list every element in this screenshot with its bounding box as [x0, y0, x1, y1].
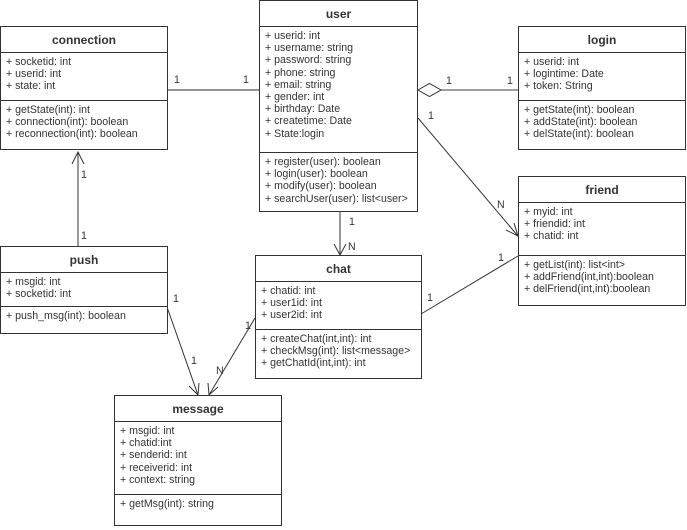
attribute-row: + user2id: int [261, 309, 322, 322]
attribute-row: + birthday: Date [265, 103, 341, 116]
class-login[interactable]: login + userid: int+ logintime: Date+ to… [518, 26, 686, 150]
method-row: + delState(int): boolean [524, 128, 634, 141]
method-row: + modify(user): boolean [265, 180, 377, 193]
methods-section: + push_msg(int): boolean [1, 307, 167, 326]
method-row: + delFriend(int,int):boolean [524, 283, 651, 296]
attribute-row: + userid: int [265, 30, 321, 42]
attribute-row: + chatid: int [524, 230, 579, 243]
attribute-row: + context: string [120, 473, 196, 486]
multiplicity-label: 1 [446, 75, 452, 87]
attribute-row: + createtime: Date [265, 115, 352, 128]
attribute-row: + phone: string [265, 66, 336, 79]
attributes-section: + userid: int+ username: string+ passwor… [260, 27, 417, 153]
multiplicity-label: 1 [81, 230, 87, 242]
method-row: + createChat(int,int): int [261, 333, 372, 345]
multiplicity-label: 1 [191, 355, 197, 367]
method-row: + push_msg(int): boolean [6, 310, 126, 322]
attributes-section: + chatid: int+ user1id: int+ user2id: in… [256, 282, 421, 330]
class-friend[interactable]: friend + myid: int+ friendid: int+ chati… [518, 176, 686, 306]
attribute-row: + State:login [265, 127, 325, 140]
method-row: + searchUser(user): list<user> [265, 192, 408, 205]
class-message[interactable]: message + msgid: int+ chatid:int+ sender… [114, 395, 282, 526]
attribute-row: + chatid:int [120, 437, 172, 450]
method-row: + getMsg(int): string [120, 498, 214, 510]
attributes-section: + myid: int+ friendid: int+ chatid: int [519, 203, 685, 256]
method-row: + getState(int): int [6, 104, 90, 116]
class-connection[interactable]: connection + socketid: int+ userid: int+… [0, 26, 168, 150]
class-title: login [519, 27, 685, 53]
attribute-row: + chatid: int [261, 285, 316, 297]
method-row: + addFriend(int,int):boolean [524, 271, 654, 284]
method-row: + getChatId(int,int): int [261, 357, 366, 370]
attribute-row: + token: String [524, 80, 593, 93]
attribute-row: + user1id: int [261, 297, 322, 310]
methods-section: + createChat(int,int): int+ checkMsg(int… [256, 330, 421, 374]
method-row: + register(user): boolean [265, 156, 381, 168]
methods-section: + register(user): boolean+ login(user): … [260, 153, 417, 209]
attribute-row: + receiverid: int [120, 461, 193, 474]
attribute-row: + gender: int [265, 91, 325, 104]
edge-user-friend [417, 117, 519, 237]
attribute-row: + friendid: int [524, 218, 585, 231]
multiplicity-label: N [497, 199, 505, 211]
methods-section: + getState(int): int+ connection(int): b… [1, 101, 167, 145]
method-row: + getState(int): boolean [524, 104, 635, 116]
multiplicity-label: 1 [81, 169, 87, 181]
attributes-section: + userid: int+ logintime: Date+ token: S… [519, 53, 685, 101]
class-title: friend [519, 177, 685, 203]
class-title: chat [256, 256, 421, 282]
attribute-row: + socketid: int [6, 56, 72, 68]
class-title: user [260, 1, 417, 27]
method-row: + login(user): boolean [265, 168, 368, 181]
multiplicity-label: 1 [428, 110, 434, 122]
class-user[interactable]: user + userid: int+ username: string+ pa… [259, 0, 418, 212]
edge-chat-message [208, 317, 256, 396]
multiplicity-label: 1 [243, 74, 249, 86]
method-row: + checkMsg(int): list<message> [261, 345, 411, 358]
multiplicity-label: 1 [245, 320, 251, 332]
multiplicity-label: 1 [427, 292, 433, 304]
attribute-row: + userid: int [6, 68, 62, 81]
multiplicity-label: 1 [349, 216, 355, 228]
multiplicity-label: 1 [498, 252, 504, 264]
methods-section: + getList(int): list<int>+ addFriend(int… [519, 256, 685, 300]
multiplicity-label: 1 [173, 293, 179, 305]
attribute-row: + msgid: int [6, 276, 61, 288]
method-row: + reconnection(int): boolean [6, 128, 138, 141]
class-title: message [115, 396, 281, 422]
multiplicity-label: 1 [174, 74, 180, 86]
methods-section: + getMsg(int): string [115, 495, 281, 514]
multiplicity-label: N [348, 241, 356, 253]
class-push[interactable]: push + msgid: int+ socketid: int + push_… [0, 246, 168, 334]
class-chat[interactable]: chat + chatid: int+ user1id: int+ user2i… [255, 255, 422, 379]
class-title: push [1, 247, 167, 273]
attribute-row: + username: string [265, 42, 354, 55]
method-row: + getList(int): list<int> [524, 259, 625, 271]
attribute-row: + password: string [265, 54, 352, 67]
attributes-section: + socketid: int+ userid: int+ state: int [1, 53, 167, 101]
aggregation-diamond-icon [416, 82, 443, 98]
attribute-row: + socketid: int [6, 288, 72, 301]
multiplicity-label: 1 [507, 75, 513, 87]
attribute-row: + email: string [265, 78, 332, 91]
attributes-section: + msgid: int+ chatid:int+ senderid: int+… [115, 422, 281, 495]
edge-chat-friend [420, 255, 519, 315]
attribute-row: + state: int [6, 80, 56, 93]
attribute-row: + myid: int [524, 206, 573, 218]
class-title: connection [1, 27, 167, 53]
edge-push-message [166, 306, 199, 396]
arrowhead-open-icon [71, 150, 85, 165]
attribute-row: + senderid: int [120, 449, 187, 462]
attribute-row: + logintime: Date [524, 68, 604, 81]
attribute-row: + userid: int [524, 56, 580, 68]
attribute-row: + msgid: int [120, 425, 175, 437]
method-row: + addState(int): boolean [524, 116, 638, 129]
methods-section: + getState(int): boolean+ addState(int):… [519, 101, 685, 145]
attributes-section: + msgid: int+ socketid: int [1, 273, 167, 307]
multiplicity-label: N [216, 365, 224, 377]
method-row: + connection(int): boolean [6, 116, 129, 129]
